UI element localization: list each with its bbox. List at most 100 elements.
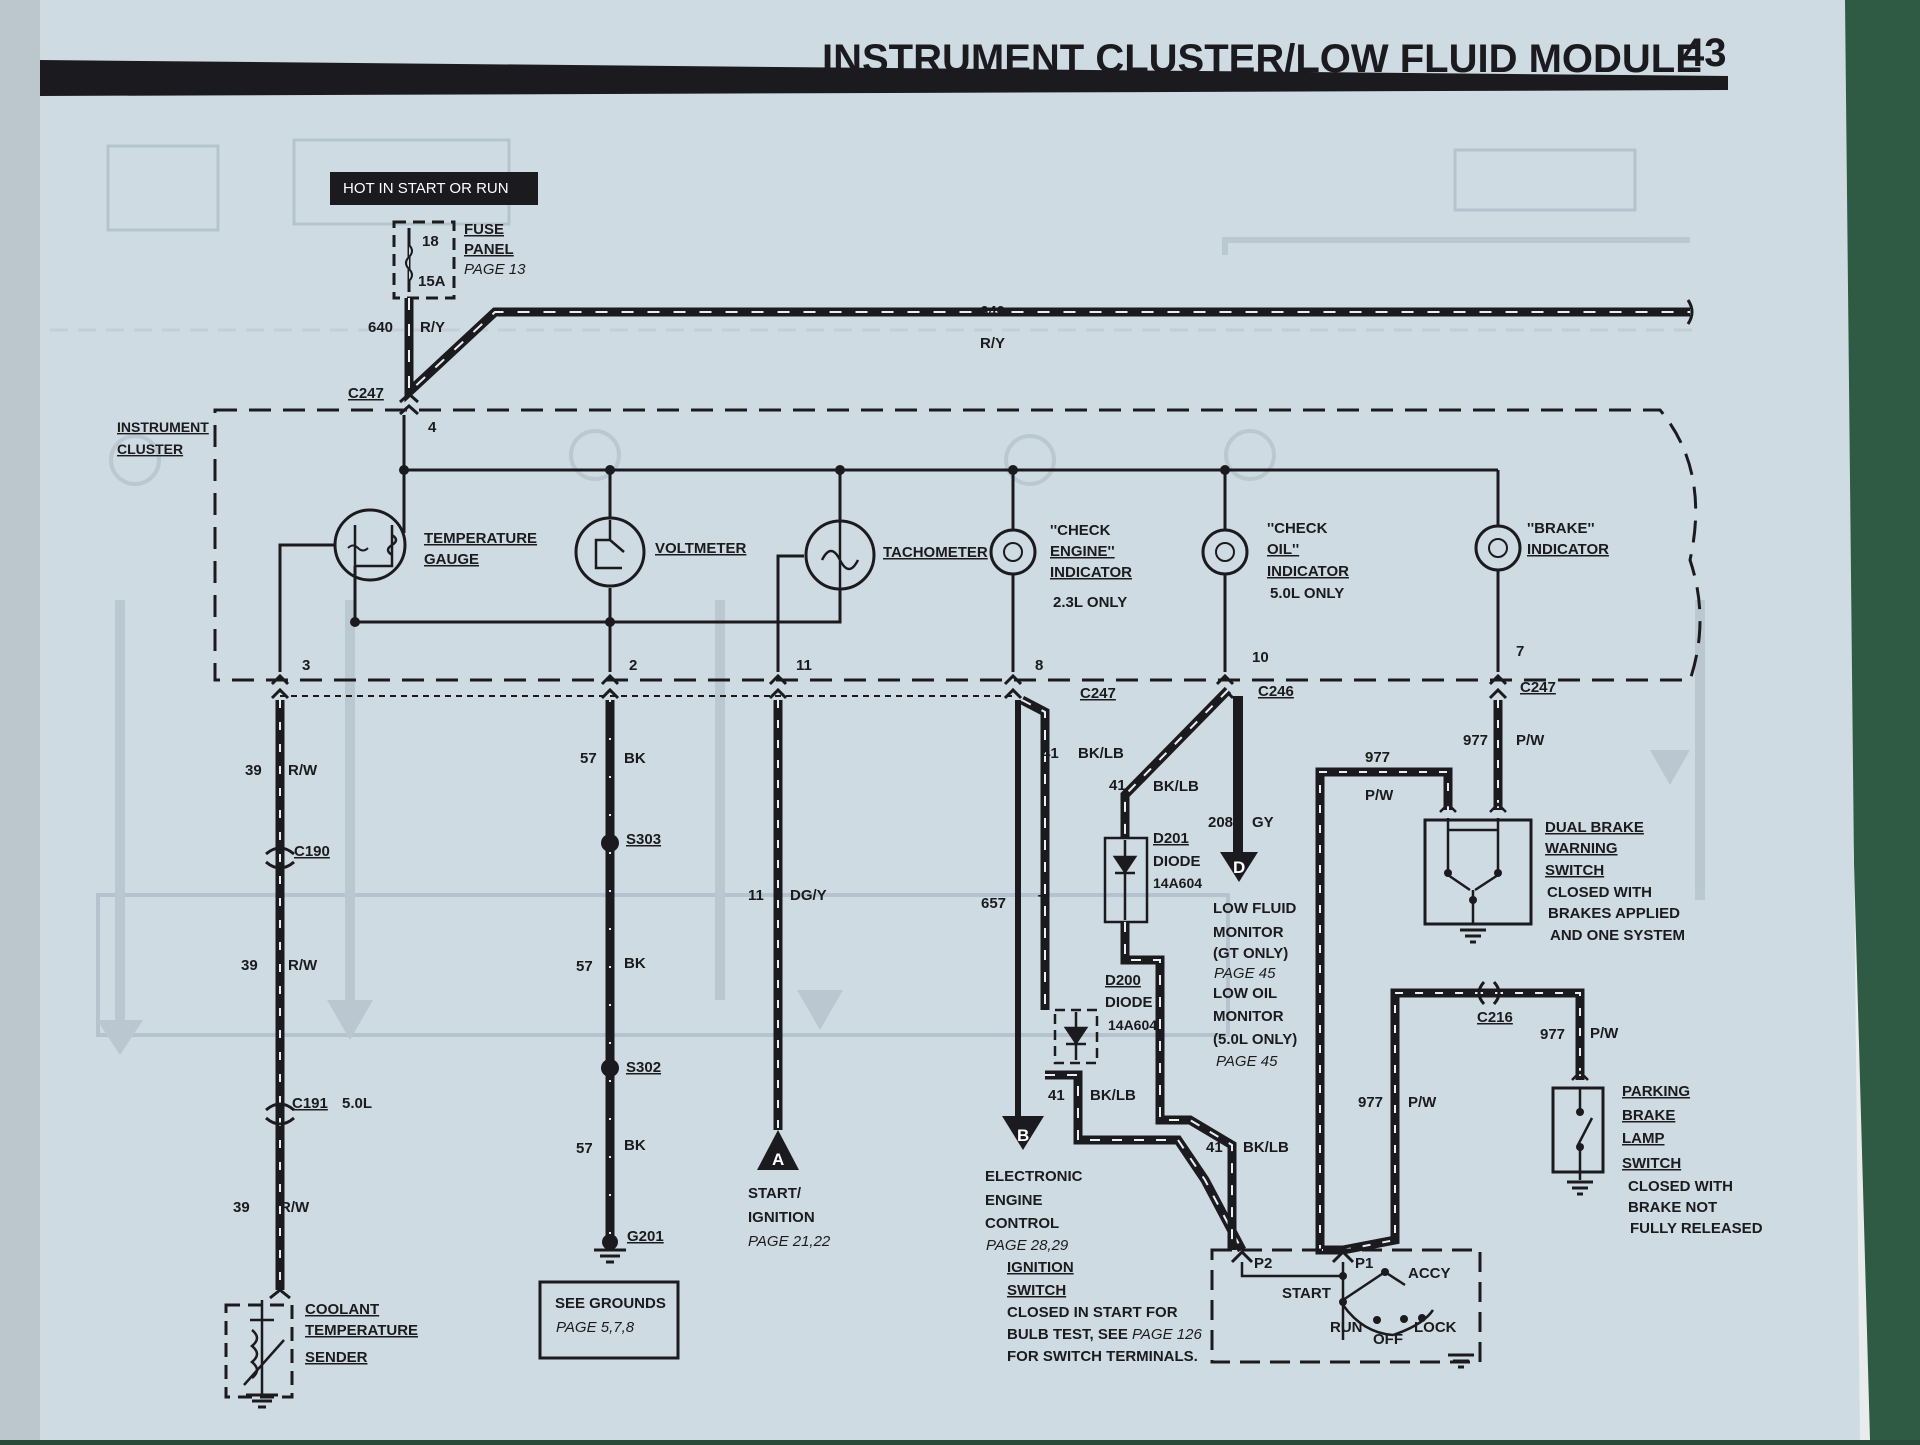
ground-g201-label: G201	[627, 1228, 664, 1245]
diode-d200-box	[1053, 1008, 1099, 1065]
temperature-gauge-label-1: TEMPERATURE	[424, 530, 537, 547]
eec-page: PAGE 28,29	[986, 1237, 1069, 1254]
eec-label-3: CONTROL	[985, 1215, 1059, 1232]
wire-208-label: 208	[1208, 814, 1233, 831]
wire-39-color-1: R/W	[288, 762, 318, 779]
parking-brake-note-1: CLOSED WITH	[1628, 1178, 1733, 1195]
wire-640-label-b: 640	[980, 303, 1005, 320]
dual-brake-label-2: WARNING	[1545, 840, 1618, 857]
diode-d201-part: 14A604	[1153, 875, 1202, 891]
ignition-start-label: START	[1282, 1285, 1331, 1302]
parking-brake-label-1: PARKING	[1622, 1083, 1690, 1100]
wire-977-color-1: P/W	[1516, 732, 1545, 749]
wire-41-label-4: 41	[1206, 1139, 1223, 1156]
wire-640-color-a: R/Y	[420, 319, 445, 336]
fuse-panel-label-1: FUSE	[464, 221, 504, 238]
parking-brake-switch-icon	[1571, 1070, 1594, 1180]
wire-41-color-3: BK/LB	[1153, 778, 1199, 795]
coolant-label-3: SENDER	[305, 1349, 368, 1366]
terminal-d-letter: D	[1233, 858, 1245, 877]
connector-arrows	[270, 673, 1508, 686]
brake-indicator-label-1: ''BRAKE''	[1527, 520, 1595, 537]
check-engine-label-3: INDICATOR	[1050, 564, 1132, 581]
diode-d200-icon	[1063, 1012, 1089, 1060]
coolant-sender-icon	[243, 1300, 285, 1395]
voltmeter-label: VOLTMETER	[655, 540, 747, 557]
wire-41-color-2: BK/LB	[1090, 1087, 1136, 1104]
ignition-switch-note-1: CLOSED IN START FOR	[1007, 1304, 1178, 1321]
ignition-off-label: OFF	[1373, 1331, 1403, 1348]
cluster-label-1: INSTRUMENT	[117, 419, 209, 435]
wire-640-label-a: 640	[368, 319, 393, 336]
wire-39-label-1: 39	[245, 762, 262, 779]
wire-57-label-1: 57	[580, 750, 597, 767]
connector-c216-label: C216	[1477, 1009, 1513, 1026]
page-number: 43	[1682, 31, 1727, 75]
ignition-switch-label-2: SWITCH	[1007, 1282, 1066, 1299]
ignition-lock-label: LOCK	[1414, 1319, 1457, 1336]
pin-7: 7	[1516, 643, 1524, 660]
dual-brake-note-1: CLOSED WITH	[1547, 884, 1652, 901]
ignition-p1-label: P1	[1355, 1255, 1373, 1272]
ground-icon	[246, 1393, 278, 1409]
diode-d200-part: 14A604	[1108, 1017, 1157, 1033]
wire-39-label-3: 39	[233, 1199, 250, 1216]
wire-977-label-2: 977	[1365, 749, 1390, 766]
wire-break-icon	[1686, 299, 1694, 325]
ignition-ground-icon	[1448, 1353, 1474, 1369]
check-engine-label-1: ''CHECK	[1050, 522, 1111, 539]
splice-s302-label: S302	[626, 1059, 661, 1076]
parking-brake-switch-box	[1551, 1086, 1605, 1174]
wire-57-color-3: BK	[624, 1137, 646, 1154]
wire-657-label: 657	[981, 895, 1006, 912]
terminal-b-letter: B	[1017, 1126, 1029, 1145]
diode-d200-label: D200	[1105, 972, 1141, 989]
splice-s303-label: S303	[626, 831, 661, 848]
check-engine-label-2: ENGINE''	[1050, 543, 1115, 560]
tachometer-label: TACHOMETER	[883, 544, 988, 561]
tachometer-gauge	[804, 519, 876, 591]
page-title: INSTRUMENT CLUSTER/LOW FLUID MODULE	[822, 37, 1702, 81]
fuse-amp: 15A	[418, 273, 446, 290]
connector-c247-right-label: C247	[1520, 679, 1556, 696]
pin-10: 10	[1252, 649, 1269, 666]
bleed-through-ghost	[50, 138, 1705, 1055]
start-ignition-label-1: START/	[748, 1185, 802, 1202]
dual-brake-note-2: BRAKES APPLIED	[1548, 905, 1680, 922]
dual-brake-ground-icon	[1460, 928, 1486, 944]
wire-977-color-4: P/W	[1408, 1094, 1437, 1111]
temperature-gauge-label-2: GAUGE	[424, 551, 479, 568]
low-oil-label-1: LOW OIL	[1213, 985, 1277, 1002]
connector-c190-label: C190	[294, 843, 330, 860]
see-grounds-page: PAGE 5,7,8	[556, 1319, 635, 1336]
ignition-switch-note-2: BULB TEST, SEE PAGE 126	[1007, 1326, 1202, 1343]
wire-977-label-4: 977	[1358, 1094, 1383, 1111]
ground-g201-icon	[594, 1248, 626, 1264]
hot-label-box	[330, 172, 538, 205]
dual-brake-switch-icon	[1439, 802, 1507, 925]
splice-s303	[601, 834, 619, 852]
wire-57-color-1: BK	[624, 750, 646, 767]
low-oil-page: PAGE 45	[1216, 1053, 1278, 1070]
wire-977-color-2: P/W	[1365, 787, 1394, 804]
wire-208-color: GY	[1252, 814, 1274, 831]
ignition-switch-label-1: IGNITION	[1007, 1259, 1074, 1276]
wire-640-color-b: R/Y	[980, 335, 1005, 352]
left-page-gutter	[0, 0, 40, 1440]
connector-c191-icon	[265, 1102, 295, 1126]
wire-977-label-1: 977	[1463, 732, 1488, 749]
terminal-d-icon	[1220, 852, 1258, 882]
dual-brake-label-1: DUAL BRAKE	[1545, 819, 1644, 836]
instrument-cluster-box	[213, 408, 1702, 682]
diode-d201-type: DIODE	[1153, 853, 1201, 870]
parking-brake-note-3: FULLY RELEASED	[1630, 1220, 1763, 1237]
eec-label-2: ENGINE	[985, 1192, 1043, 1209]
low-oil-label-3: (5.0L ONLY)	[1213, 1031, 1297, 1048]
check-oil-label-1: ''CHECK	[1267, 520, 1328, 537]
wire-39-label-2: 39	[241, 957, 258, 974]
coolant-sender-box	[224, 1303, 294, 1399]
cluster-label-2: CLUSTER	[117, 441, 183, 457]
wire-39-color-3: R/W	[280, 1199, 310, 1216]
